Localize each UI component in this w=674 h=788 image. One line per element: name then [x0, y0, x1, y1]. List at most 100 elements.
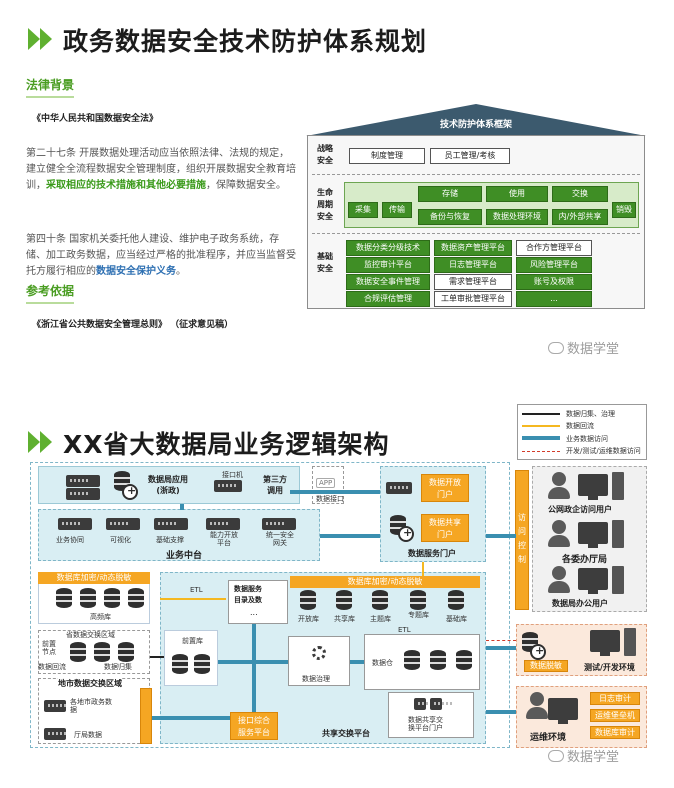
sharing-platform-title: 共享交换平台: [322, 729, 370, 738]
lifecycle-exchange: 交换: [552, 186, 608, 202]
pc-tower-icon: [612, 472, 624, 500]
database-icon: [94, 642, 110, 662]
server-icon: [214, 480, 242, 492]
black-flow: [150, 656, 164, 658]
legend-line-blue: [522, 436, 560, 440]
repo-label: 主题库: [370, 615, 391, 623]
dev-orange: 数据脱敏: [524, 660, 568, 672]
article-27-paragraph: 第二十七条 开展数据处理活动应当依照法律、法规的规定，建立健全全流程数据安全管理…: [26, 146, 298, 194]
legal-heading: 法律背景: [26, 76, 75, 98]
watermark-text: 数据学堂: [567, 750, 620, 765]
user-icon: [526, 692, 548, 719]
flow-arrow: [252, 624, 256, 712]
red-flow: [486, 640, 516, 641]
ods-label: 前置库: [182, 637, 203, 645]
user-group: 数据局办公用户: [552, 599, 608, 608]
strategy-item-1: 员工管理/考核: [430, 148, 510, 164]
user-icon: [548, 472, 570, 499]
basic-item: 需求管理平台: [434, 274, 512, 290]
flow-arrow: [290, 490, 380, 494]
legend-label: 数据归集、治理: [566, 410, 615, 418]
database-icon: [430, 650, 446, 670]
flow-arrow: [486, 710, 516, 714]
section1-title: 政务数据安全技术防护体系规划: [63, 27, 428, 56]
yellow-flow: [422, 562, 424, 576]
flow-arrow: [320, 534, 380, 538]
repo-label: 专题库: [408, 611, 429, 619]
middle-item: 能力开放 平台: [210, 531, 238, 547]
database-icon: [128, 588, 144, 608]
title-chevron-icon: [28, 28, 40, 50]
lifecycle-destroy: 销毁: [612, 202, 636, 218]
lifecycle-processing-env: 数据处理环境: [486, 209, 548, 225]
shield-icon: [530, 644, 546, 660]
basic-item: ...: [516, 291, 592, 307]
section2-title: XX省大数据局业务逻辑架构: [63, 430, 390, 459]
server-icon: [58, 518, 92, 530]
middle-platform-title: 业务中台: [166, 551, 203, 561]
row-lifecycle-label: 生命 周期 安全: [317, 188, 333, 221]
lifecycle-backup: 备份与恢复: [418, 209, 482, 225]
monitor-icon: [578, 522, 608, 548]
pc-tower-icon: [612, 566, 624, 594]
database-icon: [104, 588, 120, 608]
monitor-icon: [578, 474, 608, 500]
database-icon: [448, 590, 464, 610]
etl-label: ETL: [398, 626, 411, 634]
law1-title: 《中华人民共和国数据安全法》: [32, 114, 159, 124]
exchange-area-label: 省数据交换区域: [66, 631, 115, 639]
server-icon: [414, 698, 438, 710]
article-40-text-a: 第四十条 国家机关委托他人建设、维护电子政务系统，存储、加工政务数据，应当经过严…: [26, 234, 296, 277]
third-party-call: 第三方 调用: [263, 475, 287, 495]
strategy-item-0: 制度管理: [349, 148, 425, 164]
database-icon: [194, 654, 210, 674]
watermark: 数据学堂: [548, 746, 619, 765]
server-icon: [66, 488, 100, 500]
data-service-api: 数据服务 目录及数: [234, 585, 262, 604]
ops-item: 日志审计: [590, 692, 640, 705]
title-chevron-icon: [40, 431, 52, 453]
lifecycle-transfer: 传输: [382, 202, 412, 218]
share-portal: 数据共享 门户: [421, 514, 469, 542]
app-data-bureau: 数据局应用 (浙政): [148, 475, 188, 495]
monitor-icon: [590, 630, 620, 656]
lifecycle-sharing: 内/外部共享: [552, 209, 608, 225]
service-portal-title: 数据服务门户: [408, 549, 456, 558]
collect-dir: 数据归集: [104, 663, 132, 671]
article-40-text-b: 。: [176, 266, 186, 277]
app-icon-box: [312, 466, 344, 504]
reference-heading: 参考依据: [26, 282, 75, 304]
shield-icon: [122, 484, 138, 500]
flow-arrow: [486, 646, 516, 650]
front-node: 前置 节点: [42, 640, 56, 656]
user-group: 公网政企访问用户: [548, 505, 612, 514]
row-basic-label: 基础 安全: [317, 252, 333, 273]
city-db-label: 各地市政务数 据: [70, 698, 112, 714]
middle-item: 业务协同: [56, 536, 84, 544]
server-icon: [430, 698, 454, 710]
flow-arrow: [350, 660, 364, 664]
pc-tower-icon: [612, 520, 624, 548]
wechat-icon: [548, 342, 564, 354]
article-27-text-a: 第二十七条 开展数据处理活动应当依照法律、法规的规定，建立健全全流程数据安全管理…: [26, 148, 296, 191]
dept-db-label: 厅局数据: [74, 731, 102, 739]
middle-platform-panel: [38, 509, 320, 561]
watermark: 数据学堂: [548, 338, 619, 357]
wechat-icon: [548, 750, 564, 762]
server-icon: [44, 700, 68, 712]
database-icon: [336, 590, 352, 610]
article-40-paragraph: 第四十条 国家机关委托他人建设、维护电子政务系统，存储、加工政务数据，应当经过严…: [26, 232, 298, 280]
server-icon: [154, 518, 188, 530]
basic-item: 数据分类分级技术: [346, 240, 430, 256]
dev-env-label: 测试/开发环境: [584, 663, 635, 672]
middle-item: 统一安全 网关: [266, 531, 294, 547]
basic-item: 账号及权限: [516, 274, 592, 290]
network-icon: [312, 646, 326, 660]
flow-arrow: [218, 660, 288, 664]
user-icon: [548, 520, 570, 547]
legend-label: 数据回流: [566, 422, 594, 430]
repo-label: 共享库: [334, 615, 355, 623]
governance-label: 数据治理: [302, 675, 330, 683]
monitor-icon: [548, 698, 578, 724]
server-icon: [206, 518, 240, 530]
